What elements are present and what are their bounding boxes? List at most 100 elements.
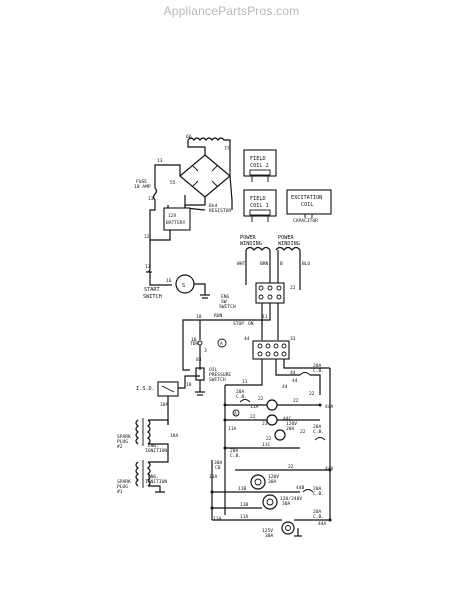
svg-text:12: 12 xyxy=(144,234,150,240)
svg-text:SWITCH: SWITCH xyxy=(219,304,236,310)
svg-text:FIELD: FIELD xyxy=(250,156,266,162)
svg-text:CAPACITOR: CAPACITOR xyxy=(293,218,318,224)
svg-text:30A: 30A xyxy=(268,479,277,485)
svg-text:SW: SW xyxy=(221,299,227,305)
circuit-breaker-20a-right3: 20A C.B. xyxy=(313,509,324,520)
svg-text:120V: 120V xyxy=(286,421,297,427)
svg-text:13: 13 xyxy=(145,264,151,270)
svg-text:22: 22 xyxy=(258,396,264,402)
svg-text:20A: 20A xyxy=(313,486,322,492)
svg-text:C.B.: C.B. xyxy=(236,394,247,400)
svg-text:FUSE: FUSE xyxy=(136,179,147,185)
svg-text:11: 11 xyxy=(262,314,268,320)
svg-text:44C: 44C xyxy=(283,416,292,422)
svg-text:30A: 30A xyxy=(282,501,291,507)
svg-text:33: 33 xyxy=(290,336,296,342)
svg-text:44B: 44B xyxy=(296,485,305,491)
svg-text:18A: 18A xyxy=(170,433,179,439)
svg-text:START: START xyxy=(144,287,160,293)
svg-text:16: 16 xyxy=(166,278,172,284)
svg-text:11C: 11C xyxy=(262,442,271,448)
start-switch: 13 16 START SWITCH xyxy=(143,240,172,300)
excitation-coil: EXCITATION COIL CAPACITOR xyxy=(286,189,332,224)
svg-text:22: 22 xyxy=(250,414,256,420)
svg-text:22: 22 xyxy=(293,398,299,404)
svg-text:ENG.: ENG. xyxy=(148,443,159,449)
tdr-relay: TDR 3 83 10 A xyxy=(182,319,227,371)
fuse: FUSE 10 AMP 13 xyxy=(134,179,158,205)
svg-text:10 AMP: 10 AMP xyxy=(134,184,151,190)
receptacle-120v-30a: 120V 30A 11B 44B xyxy=(212,474,305,493)
svg-text:120/240V: 120/240V xyxy=(280,496,302,502)
svg-text:RESISTOR: RESISTOR xyxy=(209,208,231,214)
svg-text:3: 3 xyxy=(204,348,207,354)
svg-text:20A: 20A xyxy=(313,509,322,515)
svg-text:20A: 20A xyxy=(236,389,245,395)
svg-text:#2: #2 xyxy=(117,444,123,450)
power-winding-left: POWER WINDING WHT BRN xyxy=(237,235,271,285)
field-coil-2: FIELD COIL 2 xyxy=(243,149,277,182)
svg-text:C.B.: C.B. xyxy=(313,429,324,435)
svg-text:POWER: POWER xyxy=(278,235,294,241)
svg-text:A: A xyxy=(220,341,223,347)
power-winding-right: POWER WINDING B BLU xyxy=(275,235,311,290)
svg-text:11A: 11A xyxy=(228,426,237,432)
svg-text:66: 66 xyxy=(186,134,192,140)
svg-text:C.B.: C.B. xyxy=(313,491,324,497)
bridge-rectifier: 66 77 55 13 xyxy=(154,134,233,210)
svg-text:22: 22 xyxy=(288,464,294,470)
svg-text:30A: 30A xyxy=(265,533,274,539)
svg-text:11A: 11A xyxy=(209,474,218,480)
svg-text:#1: #1 xyxy=(117,489,123,495)
svg-text:22: 22 xyxy=(290,285,296,291)
svg-text:IGNITION: IGNITION xyxy=(145,448,167,454)
oil-pressure-switch: OIL PRESSURE SWITCH xyxy=(195,367,231,396)
svg-text:Bnd: Bnd xyxy=(209,203,218,209)
svg-text:11: 11 xyxy=(242,379,248,385)
svg-text:COIL: COIL xyxy=(301,202,314,208)
svg-text:WHT: WHT xyxy=(237,261,246,267)
svg-text:20A: 20A xyxy=(230,448,239,454)
svg-text:18: 18 xyxy=(196,314,202,320)
connector-block-upper: 22 xyxy=(255,282,296,304)
svg-text:20A: 20A xyxy=(313,424,322,430)
svg-text:10: 10 xyxy=(191,337,197,343)
svg-text:C.B.: C.B. xyxy=(313,368,324,374)
svg-text:11A: 11A xyxy=(250,404,259,410)
svg-text:11B: 11B xyxy=(240,502,249,508)
svg-text:FIELD: FIELD xyxy=(250,196,266,202)
receptacle-120-240v-30a: 120/240V 30A 11B xyxy=(212,494,302,510)
ignition-coil-bottom: SPARK PLUG #1 ENG. IGNITION xyxy=(117,455,169,495)
svg-text:S: S xyxy=(182,283,185,289)
circuit-breaker-20a-top: 20A C.B. 22 44 xyxy=(282,363,324,397)
svg-text:55: 55 xyxy=(170,180,176,186)
svg-text:77: 77 xyxy=(224,146,230,152)
battery: 12V BATTERY 12 xyxy=(144,205,191,241)
isd-module: I.S.D. 18 18A 18A xyxy=(136,375,200,439)
connector-block-lower: 44 33 xyxy=(244,303,296,360)
svg-text:PLUG: PLUG xyxy=(117,484,128,490)
receptacle-125v-30a: 125V 30A 11A xyxy=(212,514,330,539)
svg-text:23: 23 xyxy=(262,421,268,427)
svg-text:44: 44 xyxy=(292,378,298,384)
svg-text:WINDING: WINDING xyxy=(240,241,262,247)
svg-text:11A: 11A xyxy=(213,516,222,522)
svg-text:18A: 18A xyxy=(160,402,169,408)
svg-text:30A: 30A xyxy=(214,460,223,466)
svg-text:22: 22 xyxy=(300,429,306,435)
svg-text:OIL: OIL xyxy=(209,367,218,373)
svg-text:13: 13 xyxy=(148,196,154,202)
svg-text:COIL 1: COIL 1 xyxy=(250,203,269,209)
svg-text:RUN: RUN xyxy=(214,313,223,319)
circuit-breaker-30a: 30A CB 22 xyxy=(214,460,330,471)
svg-text:12V: 12V xyxy=(168,213,177,219)
svg-text:20A: 20A xyxy=(313,363,322,369)
svg-text:125V: 125V xyxy=(262,528,273,534)
svg-text:TDR: TDR xyxy=(190,341,199,347)
svg-text:C.B.: C.B. xyxy=(230,453,241,459)
field-coil-1: FIELD COIL 1 xyxy=(243,189,277,222)
receptacle-120v-20a: 22 22 44C 120V 20A A 23 22 xyxy=(225,398,320,442)
watermark: AppliancePartsPros.com xyxy=(163,4,300,18)
starter-motor: S xyxy=(175,274,210,299)
